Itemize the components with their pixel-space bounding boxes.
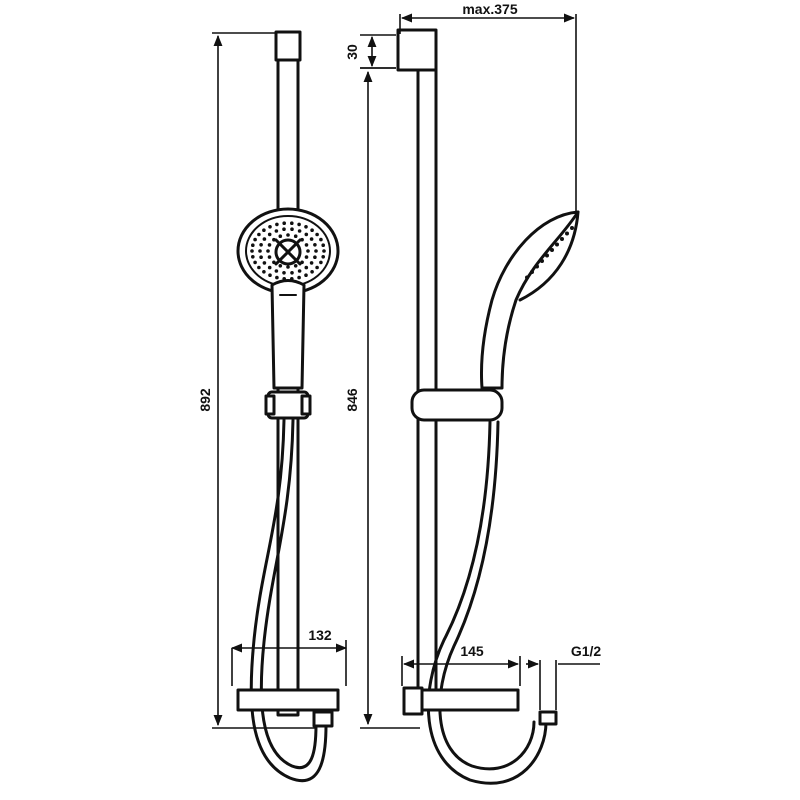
- side-view: [396, 28, 580, 785]
- dimension-max-projection: max.375: [462, 1, 517, 17]
- side-dimensions: 30 846 max.375 145 G1/2: [344, 1, 602, 729]
- side-handshower: [480, 210, 580, 390]
- dimension-total-height: 892: [197, 388, 213, 412]
- side-soap-dish: [420, 688, 520, 712]
- front-soap-dish: [236, 688, 340, 712]
- side-slider-holder: [410, 388, 504, 422]
- dimension-rail-height: 846: [344, 388, 360, 412]
- front-view: [236, 30, 340, 782]
- dimension-soap-dish-side: 145: [460, 643, 484, 659]
- side-wall-connector: [538, 710, 558, 726]
- front-hose: [249, 418, 328, 782]
- side-spray-nozzles: [525, 226, 574, 280]
- front-rail-top-cap: [274, 30, 302, 62]
- side-top-bracket: [396, 28, 438, 72]
- dimension-bracket-height: 30: [344, 44, 360, 60]
- front-handshower-handle: [270, 279, 306, 390]
- dimension-soap-dish-front: 132: [308, 627, 332, 643]
- front-dimensions: 892 132: [197, 32, 348, 729]
- front-slider-holder: [264, 390, 312, 420]
- front-wall-connector: [312, 710, 334, 728]
- dimension-connection-thread: G1/2: [571, 643, 602, 659]
- side-hose: [426, 420, 548, 785]
- side-bottom-bracket: [402, 686, 424, 716]
